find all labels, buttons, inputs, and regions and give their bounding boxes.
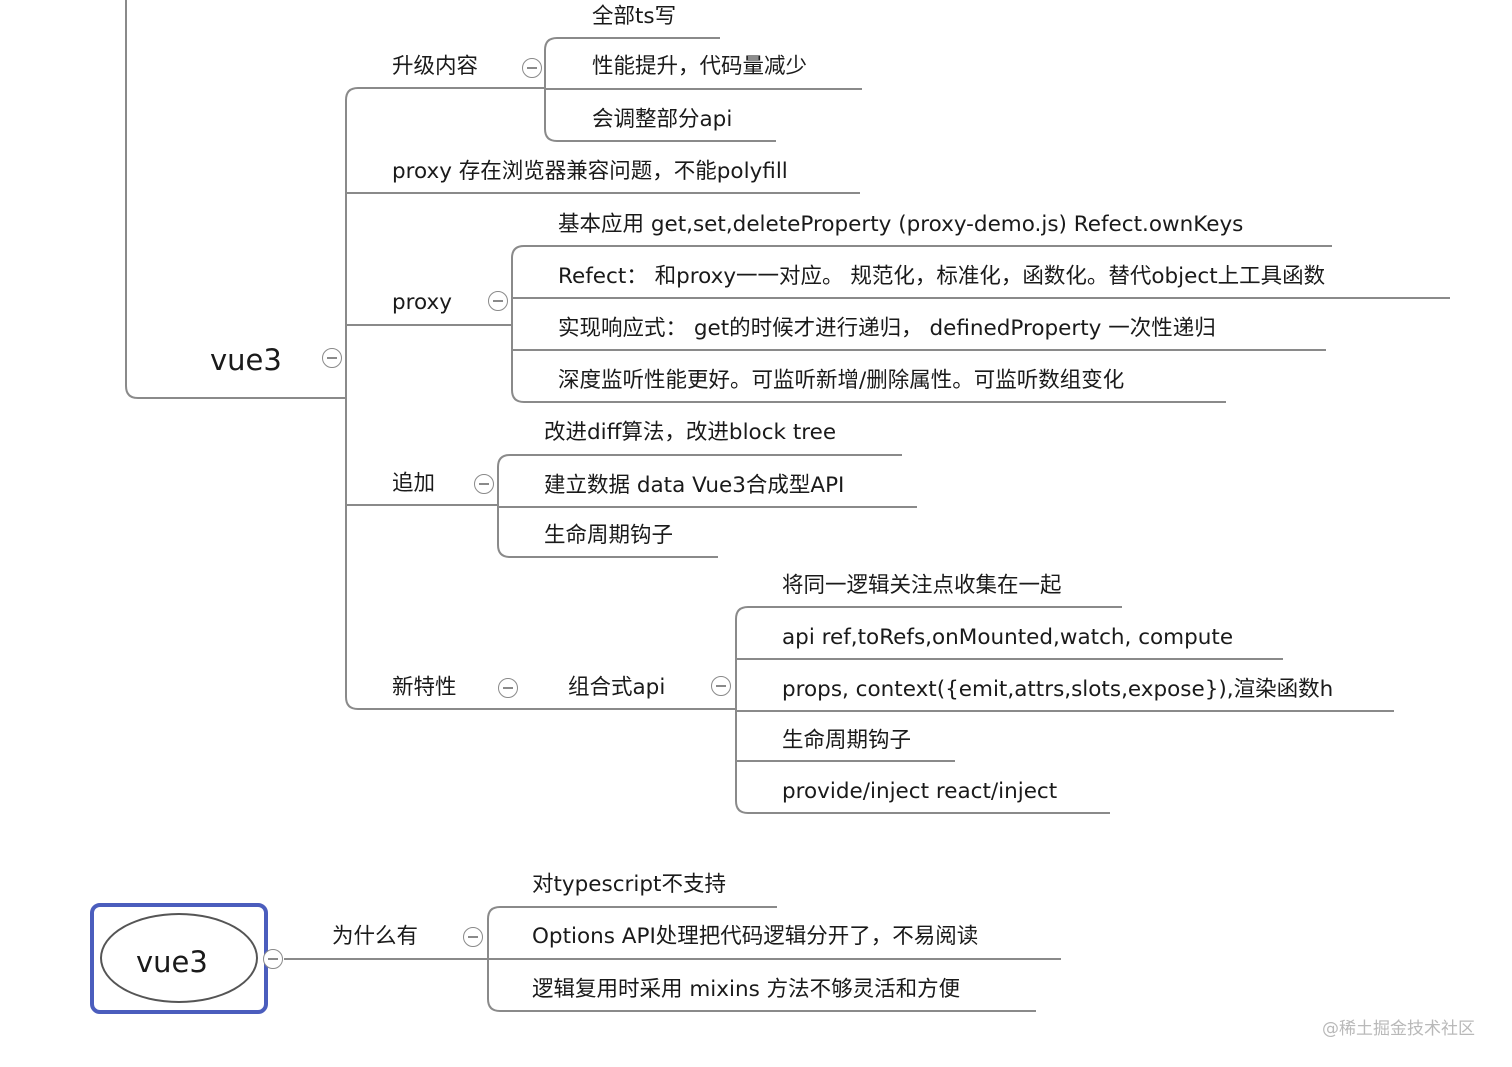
append-node-label[interactable]: 追加 [392,471,436,496]
why-item[interactable]: 逻辑复用时采用 mixins 方法不够灵活和方便 [532,977,961,1002]
root-node-label[interactable]: vue3 [136,945,208,979]
append-item[interactable]: 改进diff算法，改进block tree [544,420,837,445]
proxy-node-label[interactable]: proxy [392,290,452,315]
proxy-item[interactable]: Refect： 和proxy一一对应。 规范化，标准化，函数化。替代object… [558,264,1326,289]
collapse-icon[interactable] [463,927,483,947]
features-node-label[interactable]: 新特性 [392,675,457,700]
collapse-icon[interactable] [522,58,542,78]
proxy-item[interactable]: 实现响应式： get的时候才进行递归， definedProperty 一次性递… [558,316,1216,341]
collapse-icon[interactable] [322,348,342,368]
why-item[interactable]: Options API处理把代码逻辑分开了，不易阅读 [532,924,979,949]
upgrade-item[interactable]: 会调整部分api [592,107,733,132]
watermark-text: @稀土掘金技术社区 [1322,1019,1475,1039]
composition-api-item[interactable]: props, context({emit,attrs,slots,expose}… [782,677,1334,702]
upgrade-item[interactable]: 性能提升，代码量减少 [592,54,808,79]
why-item[interactable]: 对typescript不支持 [532,872,726,897]
why-node-label[interactable]: 为什么有 [332,924,419,949]
vue3-node-label[interactable]: vue3 [210,343,282,377]
collapse-icon[interactable] [711,676,731,696]
collapse-icon[interactable] [498,678,518,698]
upgrade-node-label[interactable]: 升级内容 [392,54,479,79]
upgrade-item[interactable]: 全部ts写 [592,4,677,29]
proxy-item[interactable]: 深度监听性能更好。可监听新增/删除属性。可监听数组变化 [558,368,1125,393]
composition-api-item[interactable]: api ref,toRefs,onMounted,watch, compute [782,625,1234,650]
composition-api-node-label[interactable]: 组合式api [568,675,666,700]
proxy-item[interactable]: 基本应用 get,set,deleteProperty (proxy-demo.… [558,212,1244,237]
root-node[interactable] [100,913,258,1003]
composition-api-item[interactable]: provide/inject react/inject [782,779,1058,804]
composition-api-item[interactable]: 将同一逻辑关注点收集在一起 [782,573,1062,598]
collapse-icon[interactable] [263,949,283,969]
collapse-icon[interactable] [488,291,508,311]
collapse-icon[interactable] [474,474,494,494]
composition-api-item[interactable]: 生命周期钩子 [782,728,912,753]
append-item[interactable]: 建立数据 data Vue3合成型API [544,473,845,498]
append-item[interactable]: 生命周期钩子 [544,523,674,548]
proxy-note-label[interactable]: proxy 存在浏览器兼容问题，不能polyfill [392,159,788,184]
